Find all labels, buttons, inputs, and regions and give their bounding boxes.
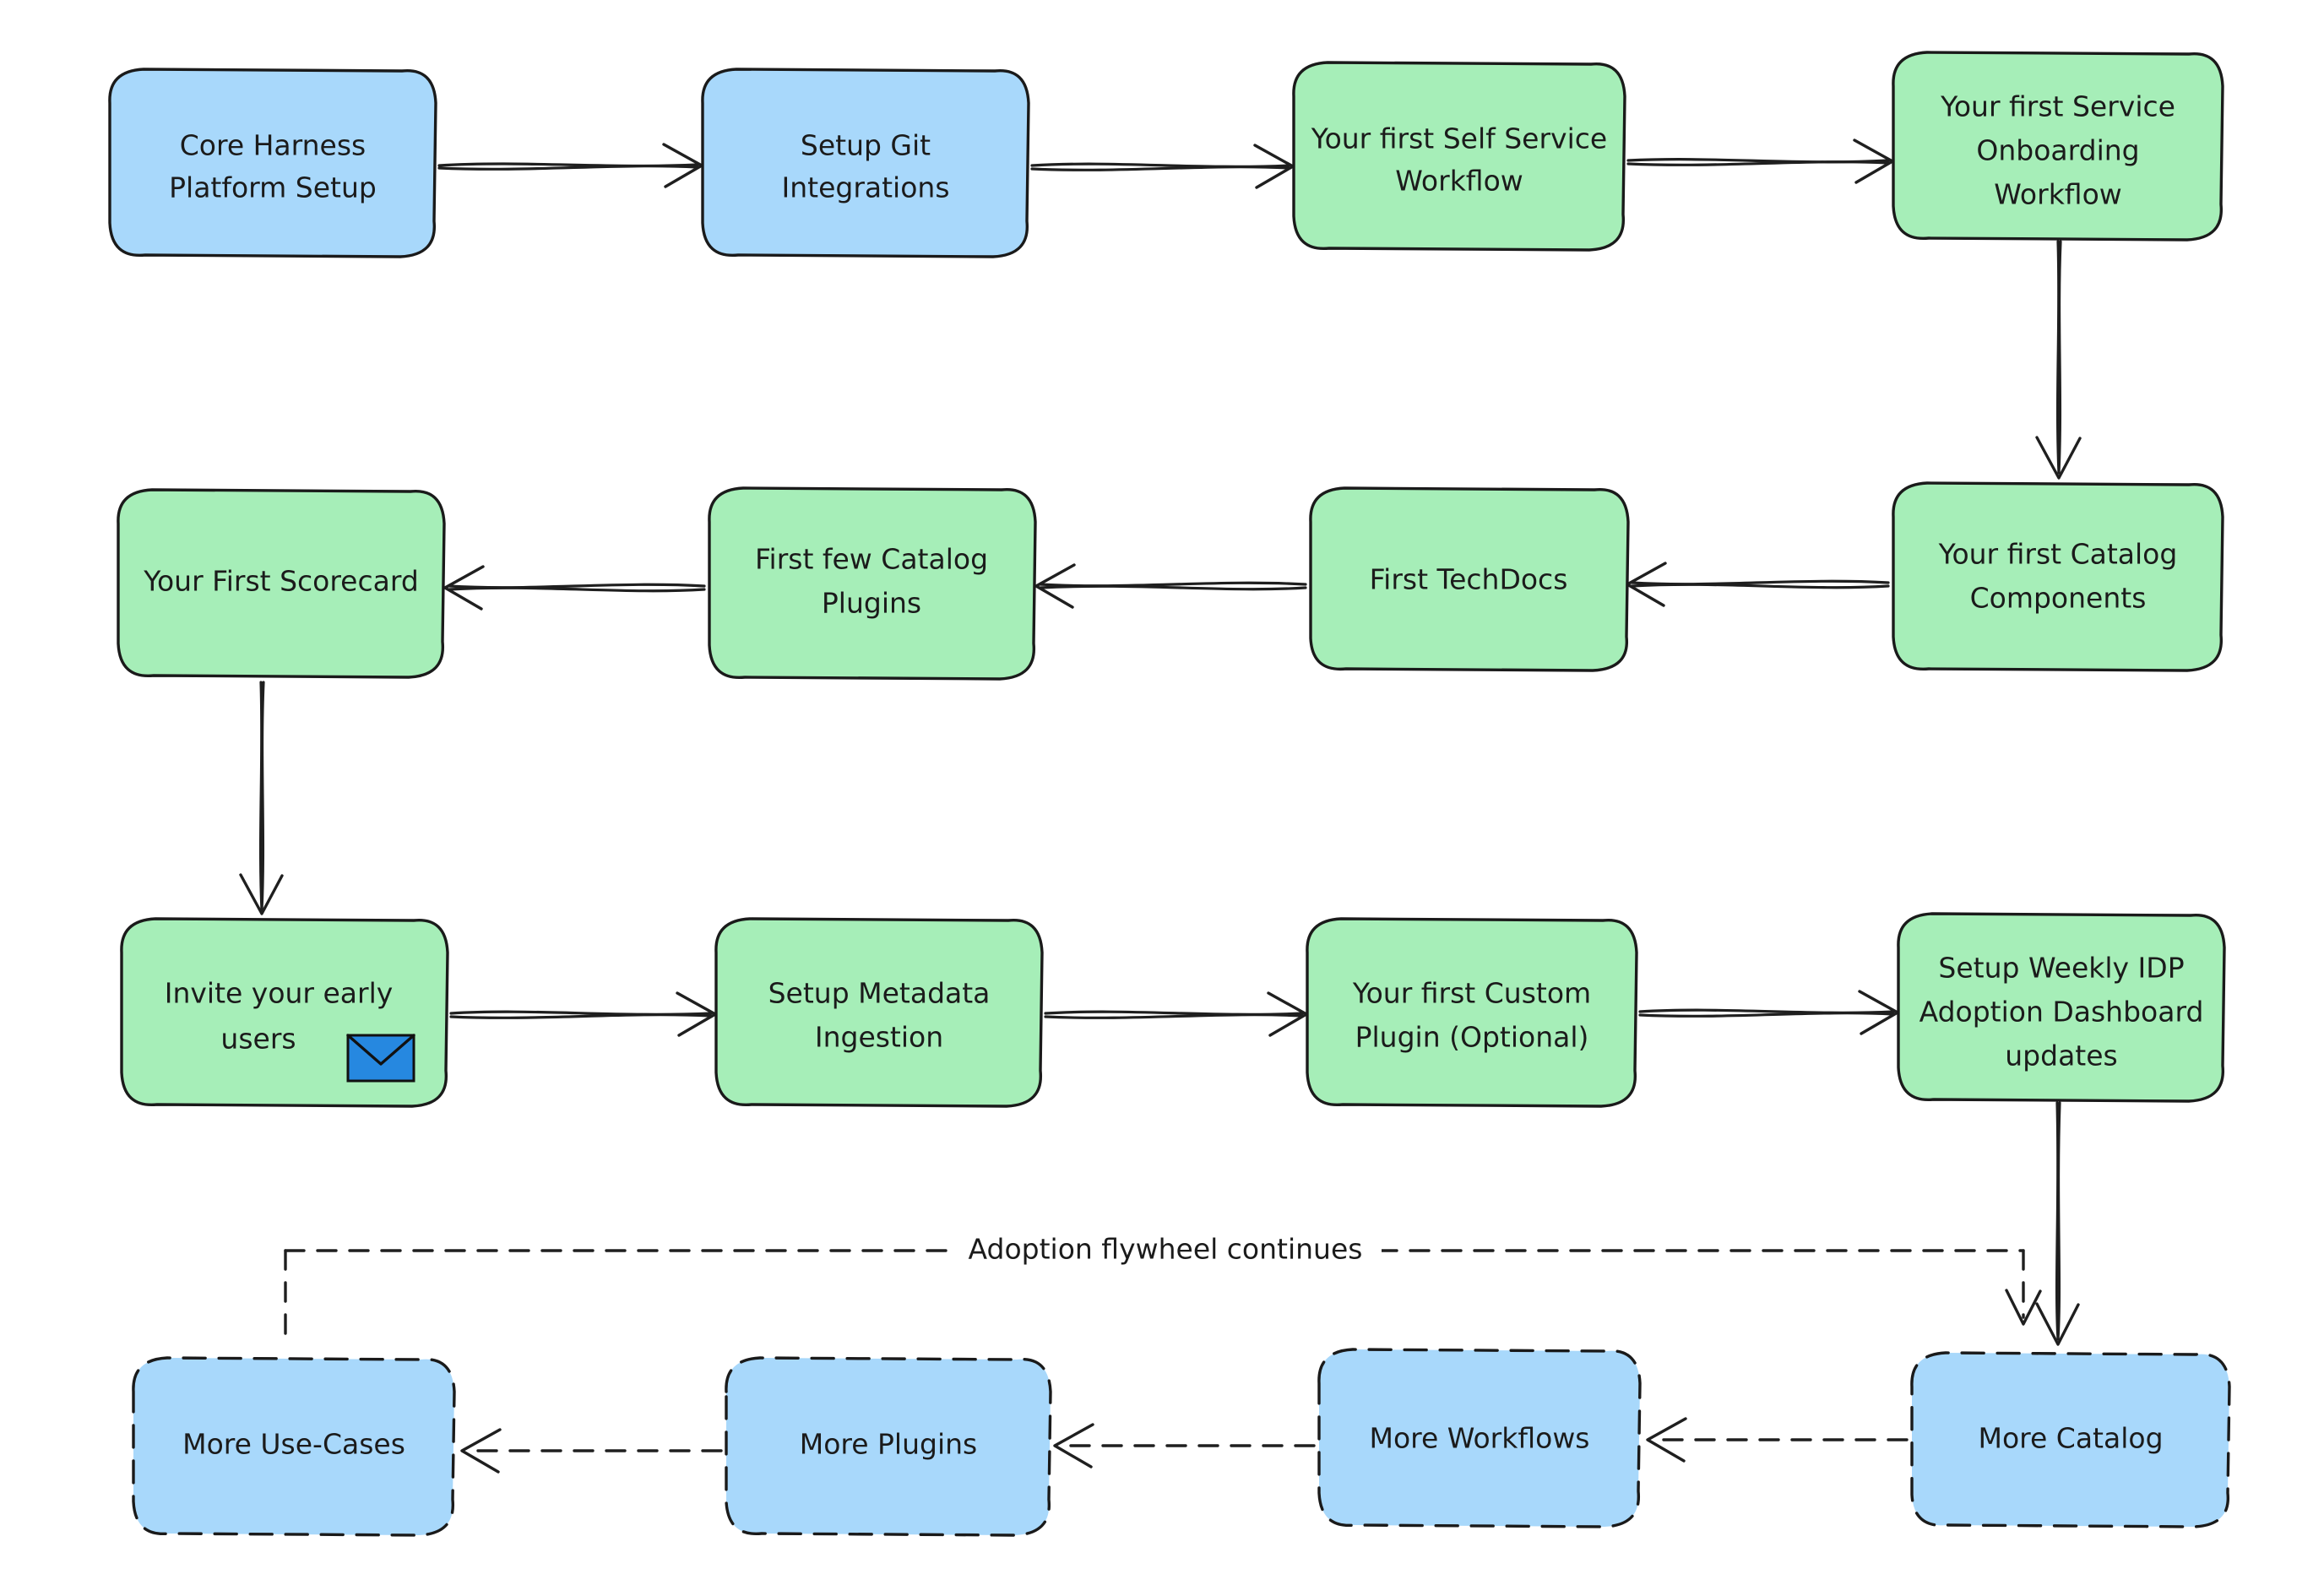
node-label: Setup Git (801, 129, 931, 162)
node-label: Your First Scorecard (143, 565, 419, 598)
envelope-icon (346, 1034, 415, 1083)
node-label: Adoption Dashboard (1919, 996, 2204, 1029)
node-label: Your first Catalog (1938, 538, 2178, 571)
node-your-first-scorecard[interactable]: Your First Scorecard (117, 488, 446, 679)
node-label: More Catalog (1978, 1422, 2163, 1455)
edge-custom-plugin-to-weekly-dashboard (1638, 990, 1899, 1035)
adoption-flywheel-label: Adoption flywheel continues (969, 1233, 1363, 1266)
node-more-catalog[interactable]: More Catalog (1910, 1351, 2231, 1528)
node-label: Workflow (1994, 178, 2122, 211)
nodes-layer: Core Harness Platform Setup Setup Git In… (108, 51, 2231, 1537)
edge-adoption-flywheel-loop (284, 1249, 2042, 1348)
edge-setup-metadata-to-custom-plugin (1044, 991, 1308, 1037)
node-label: Your first Service (1940, 90, 2175, 123)
node-first-techdocs[interactable]: First TechDocs (1309, 486, 1630, 672)
node-label: Setup Weekly IDP (1938, 952, 2184, 985)
node-core-harness-platform-setup[interactable]: Core Harness Platform Setup (108, 68, 437, 258)
node-label: First few Catalog (755, 543, 988, 576)
node-label: Plugin (Optional) (1355, 1021, 1589, 1054)
edge-first-scorecard-to-invite-users (239, 681, 284, 915)
node-label: Plugins (822, 587, 921, 620)
node-label: Onboarding (1976, 134, 2139, 167)
node-first-few-catalog-plugins[interactable]: First few Catalog Plugins (708, 486, 1037, 681)
edge-setup-git-to-self-service (1030, 144, 1295, 189)
edges-layer (239, 138, 2082, 1474)
node-label: First TechDocs (1370, 563, 1568, 596)
edge-more-plugins-to-more-use-cases (460, 1428, 723, 1474)
node-your-first-self-service-workflow[interactable]: Your first Self Service Workflow (1292, 61, 1626, 252)
edge-invite-users-to-setup-metadata (449, 991, 717, 1037)
node-label: More Workflows (1369, 1422, 1589, 1455)
edge-more-workflows-to-more-plugins (1053, 1423, 1316, 1468)
node-setup-git-integrations[interactable]: Setup Git Integrations (701, 68, 1030, 258)
flywheel-label-group: Adoption flywheel continues (949, 1229, 1382, 1273)
node-label: More Plugins (800, 1428, 978, 1461)
node-label: Your first Custom (1352, 977, 1591, 1010)
node-label: Invite your early (165, 977, 394, 1010)
edge-first-techdocs-to-catalog-plugins (1034, 563, 1307, 609)
node-setup-weekly-idp-adoption-dashboard-updates[interactable]: Setup Weekly IDP Adoption Dashboard upda… (1897, 912, 2226, 1103)
node-label: Your first Self Service (1311, 122, 1607, 155)
node-label: users (220, 1023, 296, 1056)
node-more-workflows[interactable]: More Workflows (1317, 1348, 1642, 1528)
node-your-first-custom-plugin[interactable]: Your first Custom Plugin (Optional) (1306, 917, 1638, 1108)
node-more-plugins[interactable]: More Plugins (725, 1356, 1052, 1537)
edge-catalog-plugins-to-first-scorecard (443, 565, 706, 611)
node-label: Components (1970, 582, 2147, 615)
node-label: Ingestion (815, 1021, 943, 1054)
node-label: updates (2005, 1040, 2117, 1072)
node-your-first-service-onboarding-workflow[interactable]: Your first Service Onboarding Workflow (1892, 51, 2224, 242)
edge-catalog-components-to-first-techdocs (1626, 562, 1890, 607)
node-invite-your-early-users[interactable]: Invite your early users (120, 917, 449, 1108)
edge-self-service-to-service-onboarding (1626, 138, 1894, 184)
node-label: Integrations (781, 171, 949, 204)
node-label: Workflow (1395, 165, 1523, 198)
node-label: Setup Metadata (768, 977, 991, 1010)
node-more-use-cases[interactable]: More Use-Cases (132, 1356, 456, 1537)
node-label: More Use-Cases (182, 1428, 405, 1461)
edge-service-onboarding-to-catalog-components (2035, 240, 2082, 480)
edge-weekly-dashboard-to-more-catalog (2035, 1101, 2080, 1346)
node-setup-metadata-ingestion[interactable]: Setup Metadata Ingestion (714, 917, 1044, 1108)
node-label: Core Harness (180, 129, 367, 162)
node-your-first-catalog-components[interactable]: Your first Catalog Components (1892, 481, 2224, 672)
edge-core-harness-to-setup-git (437, 143, 703, 188)
edge-more-catalog-to-more-workflows (1646, 1417, 1909, 1463)
node-label: Platform Setup (169, 171, 377, 204)
